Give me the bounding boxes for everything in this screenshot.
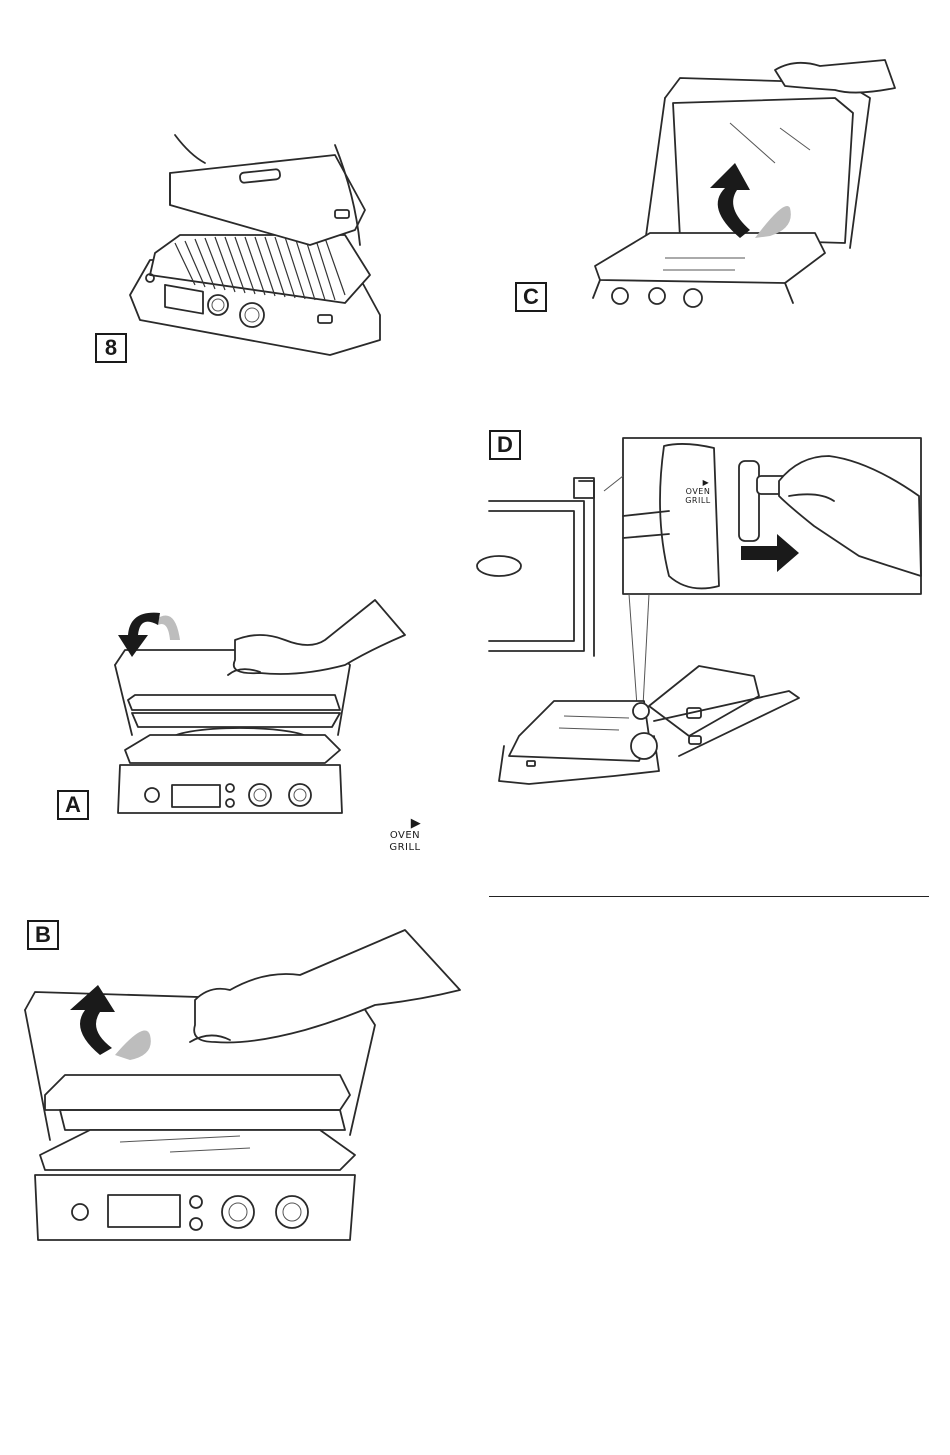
figure-b-illustration [20, 930, 465, 1245]
figure-8-illustration [120, 135, 390, 360]
figure-8-label: 8 [95, 333, 127, 363]
figure-c-illustration [585, 58, 910, 308]
inset-line-2: GRILL [678, 496, 718, 505]
inset-line-1: OVEN [678, 487, 718, 496]
inset-oven-grill-label: ▶ OVEN GRILL [678, 478, 718, 505]
figure-c-label: C [515, 282, 547, 312]
oven-grill-symbol: ▶ OVEN GRILL [380, 818, 430, 854]
inset-play-triangle-icon: ▶ [678, 478, 718, 487]
symbol-line-1: OVEN [380, 830, 430, 842]
section-divider [489, 896, 929, 897]
figure-a-illustration [110, 595, 415, 820]
figure-a-label: A [57, 790, 89, 820]
play-triangle-icon: ▶ [380, 818, 430, 830]
symbol-line-2: GRILL [380, 842, 430, 854]
